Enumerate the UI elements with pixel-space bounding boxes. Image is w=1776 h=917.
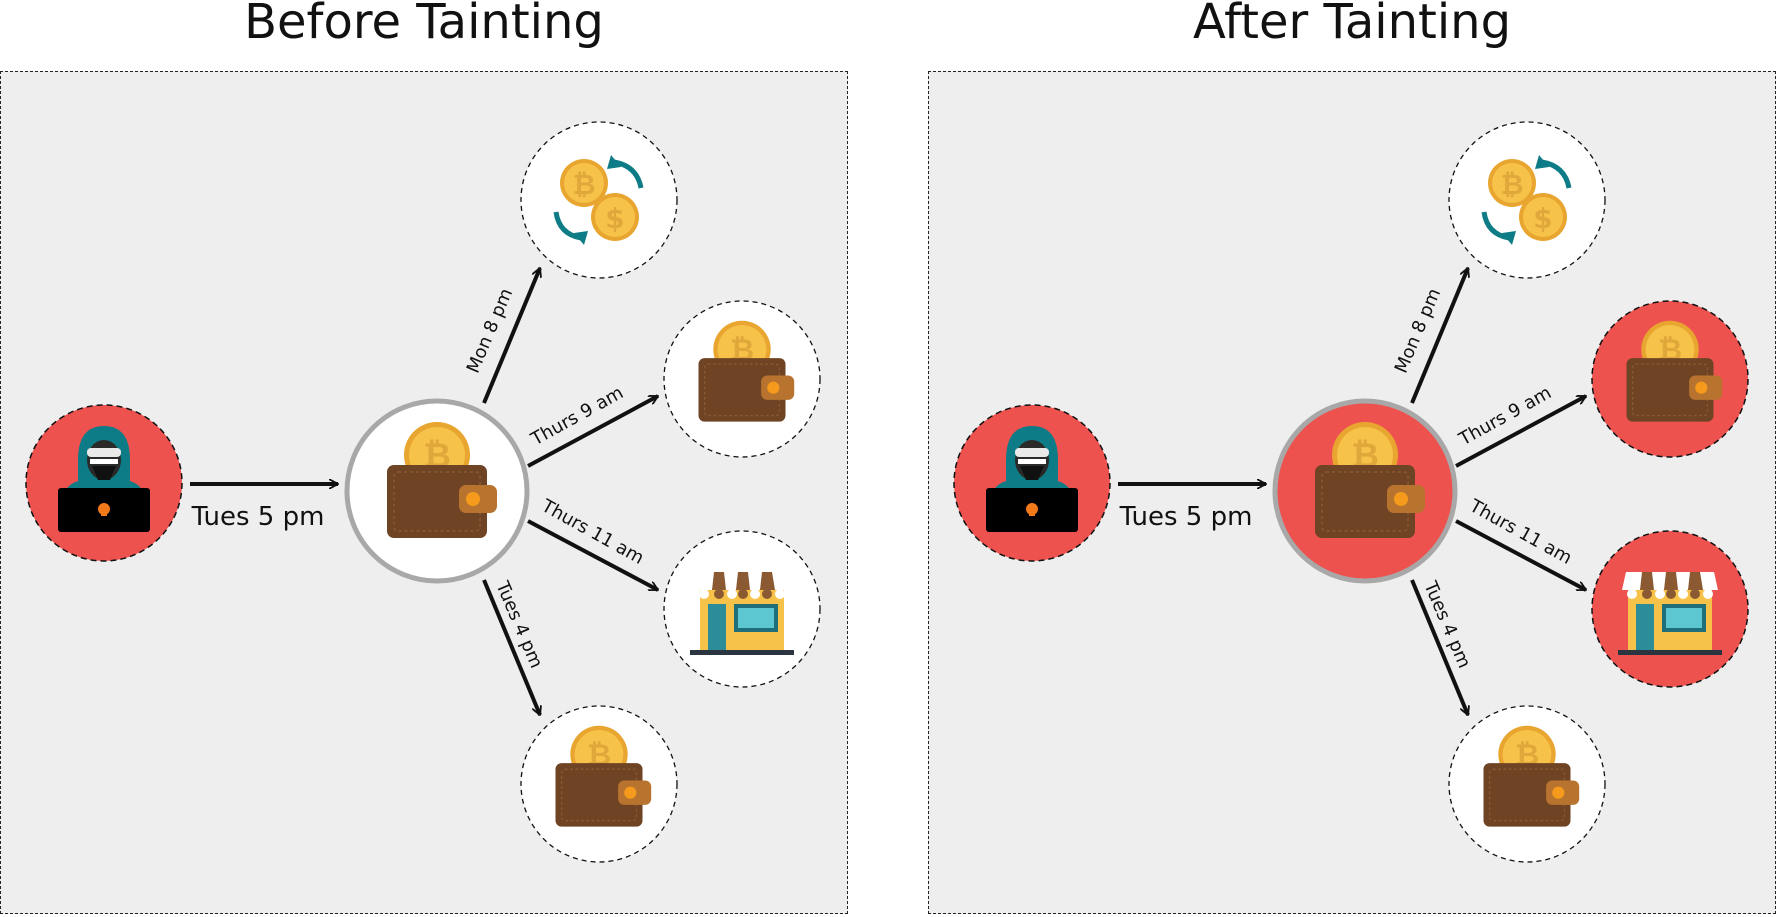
- target-node-store: [1591, 530, 1749, 688]
- exchange-icon: [1484, 155, 1569, 245]
- target-node-wallet-b: [520, 705, 678, 863]
- target-node-wallet-a: [1591, 300, 1749, 458]
- store-icon: [1618, 572, 1722, 655]
- edge-arrow-mon: [482, 268, 540, 404]
- edge-arrow-thurs9: [1455, 394, 1586, 468]
- edge-arrow-tues4: [482, 579, 540, 715]
- edge-label-mon: Mon 8 pm: [1391, 285, 1445, 376]
- source-node-hacker: [953, 404, 1111, 562]
- target-node-exchange: [1448, 121, 1606, 279]
- edge-arrow-thurs9: [527, 394, 658, 468]
- edge-label-source: Tues 5 pm: [1119, 502, 1253, 532]
- target-node-store: [663, 530, 821, 688]
- edge-arrow-tues4: [1410, 579, 1468, 715]
- center-node-wallet: [1272, 398, 1458, 584]
- target-node-wallet-b: [1448, 705, 1606, 863]
- target-node-wallet-a: [663, 300, 821, 458]
- store-icon: [690, 572, 794, 655]
- after-diagram: Tues 5 pm Mon 8 pm Thurs 9 am Thurs 11 a…: [953, 121, 1749, 863]
- edge-label-source: Tues 5 pm: [191, 502, 325, 532]
- before-diagram: Tues 5 pm Mon 8 pm Thurs 9 am Thurs 11 a…: [25, 121, 821, 863]
- edge-arrow-thurs11: [1455, 519, 1586, 592]
- center-node-wallet: [344, 398, 530, 584]
- panel-title-before: Before Tainting: [244, 0, 604, 50]
- target-node-exchange: [520, 121, 678, 279]
- exchange-icon: [556, 155, 641, 245]
- edge-label-mon: Mon 8 pm: [463, 285, 517, 376]
- source-node-hacker: [25, 404, 183, 562]
- edge-label-thurs11: Thurs 11 am: [1465, 495, 1575, 569]
- edge-arrow-thurs11: [527, 519, 658, 592]
- edge-label-tues4: Tues 4 pm: [1419, 577, 1475, 671]
- edge-arrow-mon: [1410, 268, 1468, 404]
- edge-label-thurs11: Thurs 11 am: [537, 495, 647, 569]
- edge-label-tues4: Tues 4 pm: [491, 577, 547, 671]
- panel-title-after: After Tainting: [1192, 0, 1512, 50]
